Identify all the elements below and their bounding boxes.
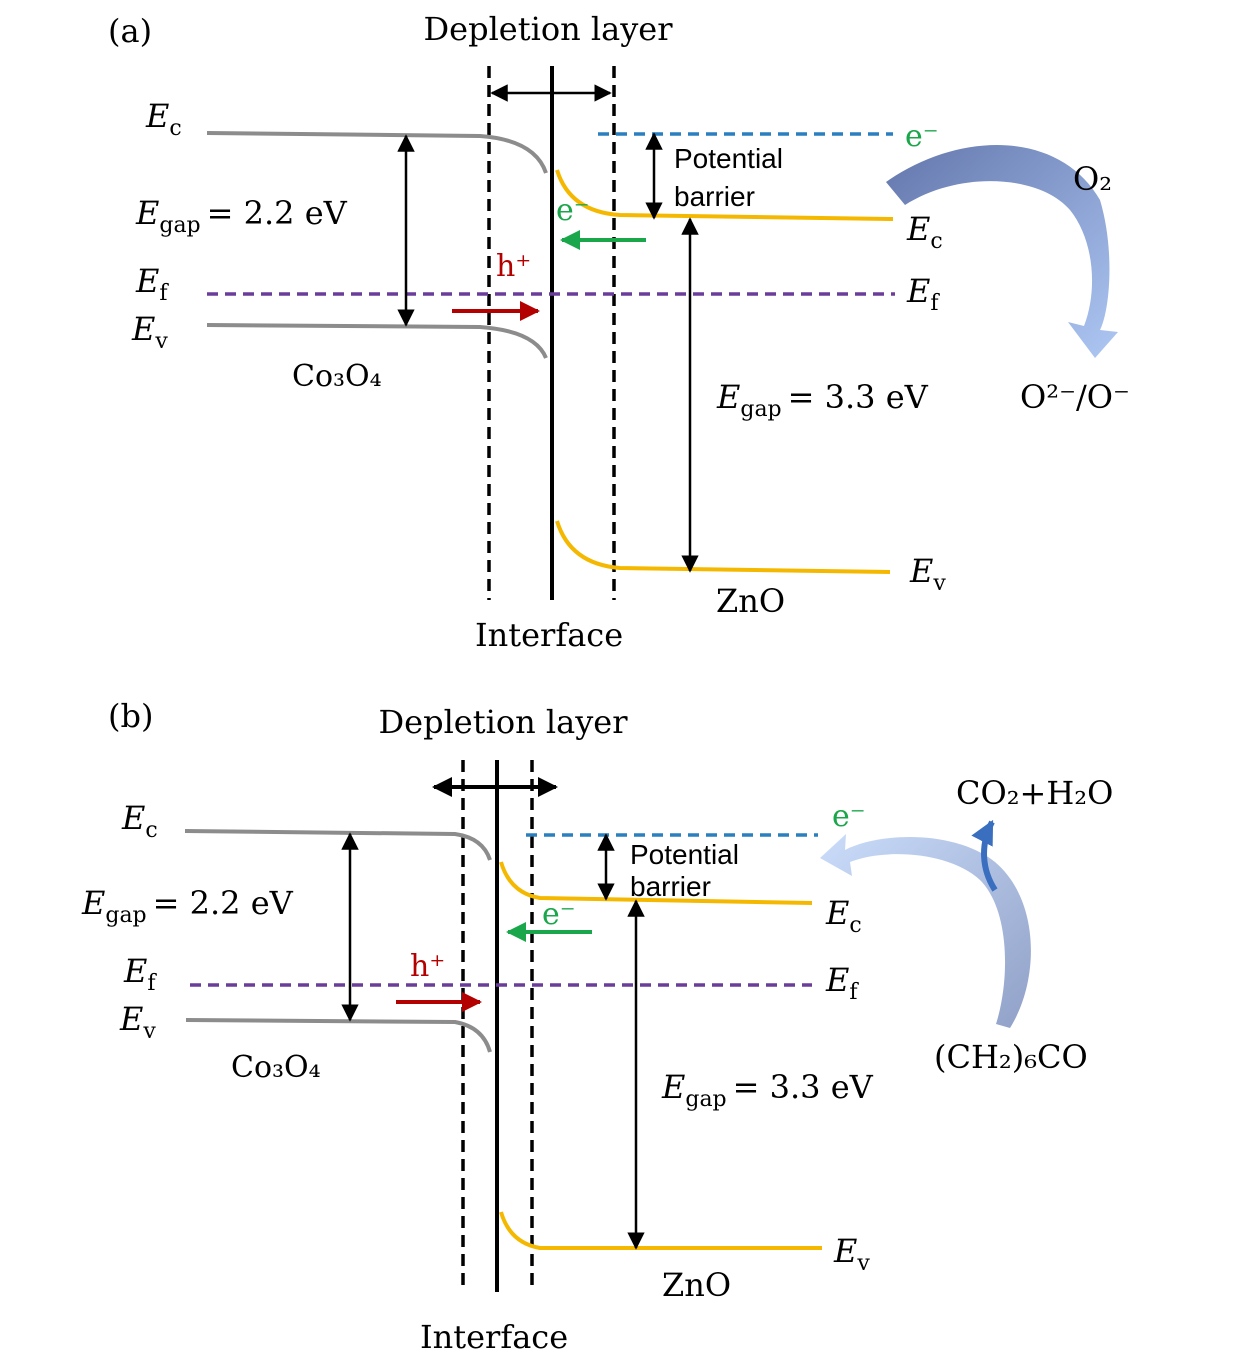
co3o4-conduction-band bbox=[184, 829, 492, 861]
left-ec-label: Ec bbox=[121, 799, 158, 843]
right-ef-label: Ef bbox=[906, 272, 940, 316]
barrier-label: barrier bbox=[630, 871, 711, 902]
surface-electron-label: e⁻ bbox=[832, 799, 866, 834]
electron-label: e⁻ bbox=[542, 897, 576, 932]
co3o4-label: Co₃O₄ bbox=[231, 1050, 321, 1085]
left-gap-label: Egap= 2.2 eV bbox=[135, 194, 348, 238]
left-ev-label: Ev bbox=[119, 1000, 156, 1044]
depletion-layer-label: Depletion layer bbox=[378, 703, 628, 741]
oxygen-adsorption-arrow-icon bbox=[886, 145, 1118, 358]
right-ef-label: Ef bbox=[825, 961, 859, 1005]
co3o4-conduction-band bbox=[206, 131, 548, 174]
co3o4-valence-band bbox=[206, 323, 548, 359]
right-ev-label: Ev bbox=[833, 1232, 870, 1276]
zno-label: ZnO bbox=[662, 1266, 731, 1304]
gas-out-label: CO₂+H₂O bbox=[956, 774, 1113, 812]
barrier-label: barrier bbox=[674, 181, 755, 212]
left-ef-label: Ef bbox=[123, 952, 157, 996]
product-release-arrow-icon bbox=[971, 819, 998, 892]
gas-out-label: O²⁻/O⁻ bbox=[1020, 378, 1130, 416]
right-ec-label: Ec bbox=[906, 210, 943, 254]
left-ec-label: Ec bbox=[145, 97, 182, 141]
zno-valence-band bbox=[555, 520, 891, 574]
electron-label: e⁻ bbox=[556, 193, 590, 228]
depletion-layer-label: Depletion layer bbox=[423, 10, 673, 48]
left-ev-label: Ev bbox=[131, 310, 168, 354]
panel-a-label: (a) bbox=[108, 12, 152, 50]
panel-b: (b) Depletion layer Ec Ef Ev Egap= 2.2 e… bbox=[81, 697, 1113, 1356]
left-gap-label: Egap= 2.2 eV bbox=[81, 884, 294, 928]
interface-label: Interface bbox=[420, 1318, 568, 1356]
panel-b-label: (b) bbox=[108, 697, 153, 735]
right-gap-label: Egap= 3.3 eV bbox=[716, 378, 929, 422]
potential-label: Potential bbox=[630, 839, 739, 870]
surface-electron-label: e⁻ bbox=[905, 119, 939, 154]
interface-label: Interface bbox=[475, 616, 623, 654]
panel-a: (a) Depletion layer Ec Ef Ev Egap= 2.2 e… bbox=[108, 10, 1130, 654]
zno-conduction-band bbox=[555, 169, 894, 221]
right-ec-label: Ec bbox=[825, 894, 862, 938]
right-ev-label: Ev bbox=[909, 552, 946, 596]
voc-adsorption-arrow-icon bbox=[820, 834, 1031, 1028]
potential-label: Potential bbox=[674, 143, 783, 174]
left-ef-label: Ef bbox=[135, 262, 169, 306]
zno-valence-band bbox=[499, 1211, 822, 1250]
hole-label: h⁺ bbox=[410, 949, 445, 984]
right-gap-label: Egap= 3.3 eV bbox=[661, 1068, 874, 1112]
co3o4-label: Co₃O₄ bbox=[292, 359, 382, 394]
co3o4-valence-band bbox=[185, 1018, 492, 1053]
zno-conduction-band bbox=[499, 861, 813, 905]
gas-in-label: (CH₂)₆CO bbox=[934, 1038, 1088, 1076]
hole-label: h⁺ bbox=[496, 249, 531, 284]
zno-label: ZnO bbox=[716, 582, 785, 620]
gas-in-label: O₂ bbox=[1073, 160, 1112, 198]
